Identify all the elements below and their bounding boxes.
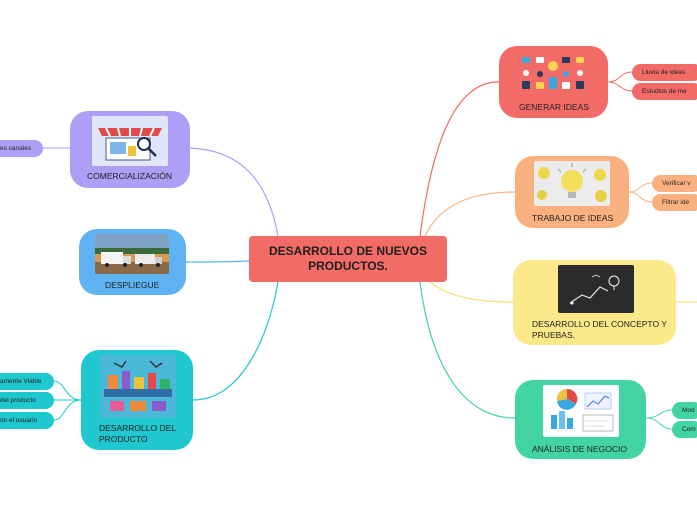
topic-despliegue[interactable]: DESPLIEGUE <box>79 229 186 295</box>
subtopic-filtrar[interactable]: Filtrar ide <box>652 194 697 211</box>
link-viable <box>53 380 82 401</box>
topic-trabajo-de-ideas-label: TRABAJO DE IDEAS <box>532 213 614 223</box>
link-lluvia <box>607 71 633 83</box>
subtopic-usuario[interactable]: on el usuario <box>0 412 54 429</box>
subtopic-verificar[interactable]: Verificar v <box>652 175 697 192</box>
link-trabajo-ideas <box>424 191 516 237</box>
subtopic-del-producto[interactable]: del producto <box>0 392 54 409</box>
topic-desarrollo-concepto[interactable]: DESARROLLO DEL CONCEPTO Y PRUEBAS. <box>513 260 676 345</box>
central-topic-title: DESARROLLO DE NUEVOS PRODUCTOS. <box>268 244 427 273</box>
link-estudios <box>607 81 633 92</box>
link-com <box>645 417 673 430</box>
link-despliegue <box>185 260 250 263</box>
subtopic-mod[interactable]: Mod <box>672 402 697 419</box>
topic-generar-ideas-label: GENERAR IDEAS <box>519 102 589 112</box>
topic-comercializacion[interactable]: COMERCIALIZACIÓN <box>70 111 190 188</box>
topic-analisis-negocio[interactable]: ANÁLISIS DE NEGOCIO <box>515 380 646 459</box>
delivery-trucks-image <box>95 234 169 274</box>
subtopic-lluvia-de-ideas[interactable]: Lluvia de ideas <box>632 64 697 81</box>
link-mod <box>645 409 673 419</box>
topic-desarrollo-producto-label: DESARROLLO DEL PRODUCTO <box>99 423 176 444</box>
link-usuario <box>53 399 82 421</box>
subtopic-canales[interactable]: es canales <box>0 140 43 157</box>
business-charts-image <box>543 385 619 437</box>
ideas-icons-image <box>516 53 590 95</box>
link-comercializacion <box>189 147 279 237</box>
topic-analisis-negocio-label: ANÁLISIS DE NEGOCIO <box>532 444 627 454</box>
online-store-image <box>92 116 168 166</box>
topic-desarrollo-producto[interactable]: DESARROLLO DEL PRODUCTO <box>81 350 193 450</box>
lightbulb-image <box>534 161 610 206</box>
topic-despliegue-label: DESPLIEGUE <box>105 280 160 290</box>
link-desarrollo <box>192 281 279 401</box>
topic-generar-ideas[interactable]: GENERAR IDEAS <box>499 46 608 118</box>
link-verificar <box>628 182 653 193</box>
chalkboard-image <box>558 265 634 313</box>
subtopic-estudios[interactable]: Estudios de me <box>632 83 697 100</box>
link-generar-ideas <box>419 81 501 237</box>
subtopic-com[interactable]: Com <box>672 421 697 438</box>
central-topic[interactable]: DESARROLLO DE NUEVOS PRODUCTOS. <box>249 236 447 282</box>
link-analisis <box>419 281 516 419</box>
link-filtrar <box>628 191 653 203</box>
subtopic-viable[interactable]: amente Viable <box>0 373 54 390</box>
topic-trabajo-de-ideas[interactable]: TRABAJO DE IDEAS <box>515 156 629 228</box>
topic-desarrollo-concepto-label: DESARROLLO DEL CONCEPTO Y PRUEBAS. <box>532 319 667 340</box>
factory-robots-image <box>100 355 176 418</box>
link-concepto <box>429 281 514 303</box>
topic-comercializacion-label: COMERCIALIZACIÓN <box>87 171 173 181</box>
